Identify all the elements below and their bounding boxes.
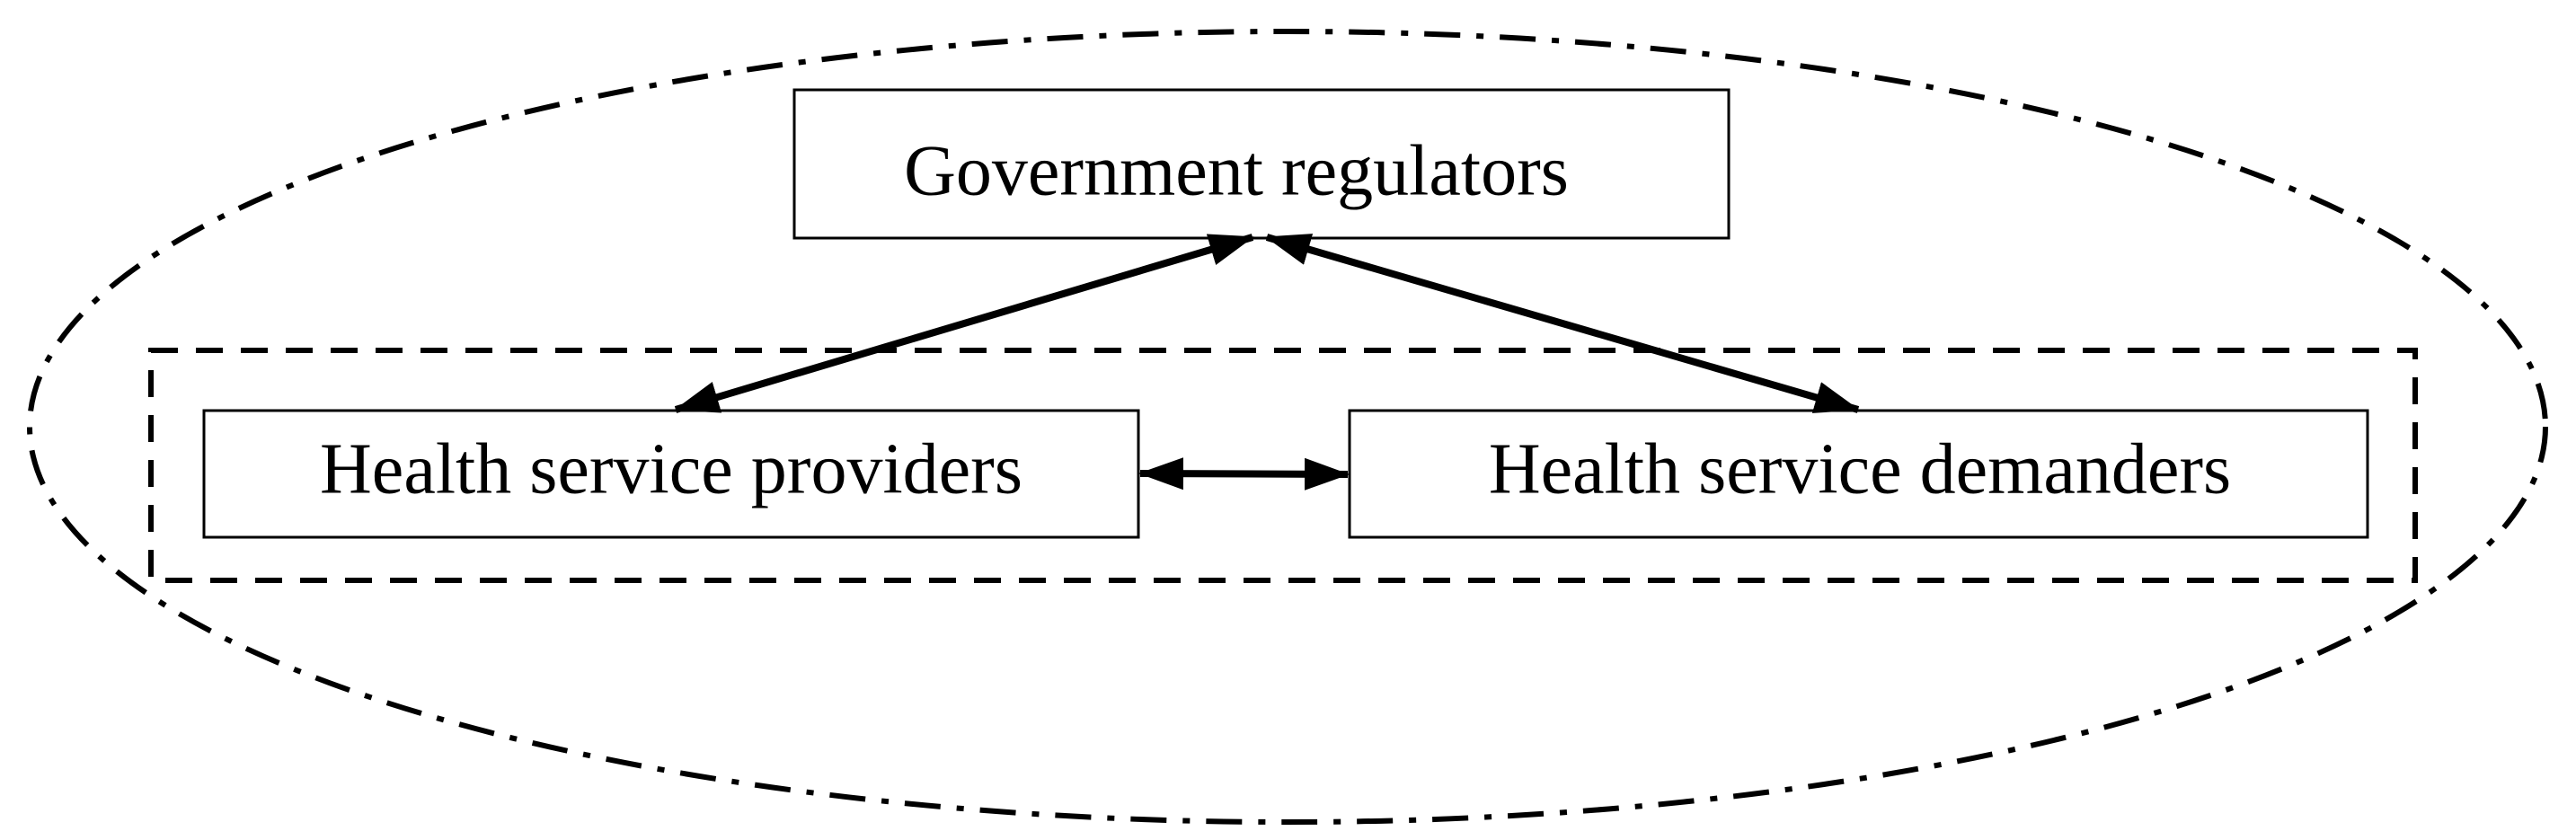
government-regulators-node: Government regulators bbox=[792, 88, 1731, 240]
health-service-demanders-node: Health service demanders bbox=[1348, 409, 2369, 539]
arrow-regulators-providers bbox=[674, 234, 1254, 413]
health-service-demanders-label: Health service demanders bbox=[1489, 429, 2231, 508]
health-service-providers-label: Health service providers bbox=[320, 429, 1022, 508]
health-service-providers-node: Health service providers bbox=[202, 409, 1140, 539]
outer-system-boundary bbox=[27, 29, 2548, 825]
health-service-providers-box bbox=[202, 409, 1140, 539]
arrow-providers-demanders bbox=[1138, 457, 1350, 491]
arrow-regulators-demanders bbox=[1265, 234, 1860, 413]
government-regulators-box bbox=[792, 88, 1731, 240]
health-service-demanders-box bbox=[1348, 409, 2369, 539]
government-regulators-label: Government regulators bbox=[904, 131, 1569, 210]
